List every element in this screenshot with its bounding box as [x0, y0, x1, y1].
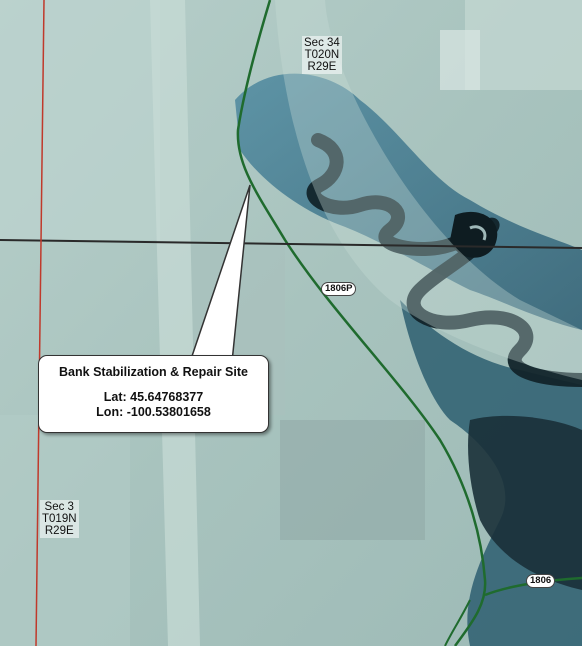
highway-line-south [444, 599, 471, 646]
section-label-line: T020N [304, 49, 340, 61]
section-label-line: R29E [44, 525, 74, 537]
section-label-3: Sec 3 T019N R29E [40, 500, 79, 538]
site-callout: Bank Stabilization & Repair Site Lat: 45… [38, 355, 269, 433]
river-area [235, 73, 582, 646]
road-shield-1806: 1806 [526, 574, 556, 588]
section-label-line: R29E [307, 61, 337, 73]
callout-title: Bank Stabilization & Repair Site [59, 365, 248, 379]
floodplain-band [275, 0, 582, 380]
section-label-line: Sec 3 [44, 501, 74, 513]
callout-latitude: Lat: 45.64768377 [103, 390, 204, 404]
callout-longitude: Lon: -100.53801658 [96, 405, 211, 419]
road-shield-1806p: 1806P [321, 282, 357, 296]
section-label-34: Sec 34 T020N R29E [302, 36, 342, 74]
section-line [0, 239, 582, 249]
section-label-line: T019N [42, 513, 77, 525]
section-label-line: Sec 34 [304, 37, 340, 49]
boundary-line [35, 0, 45, 646]
highway-line [236, 0, 487, 646]
